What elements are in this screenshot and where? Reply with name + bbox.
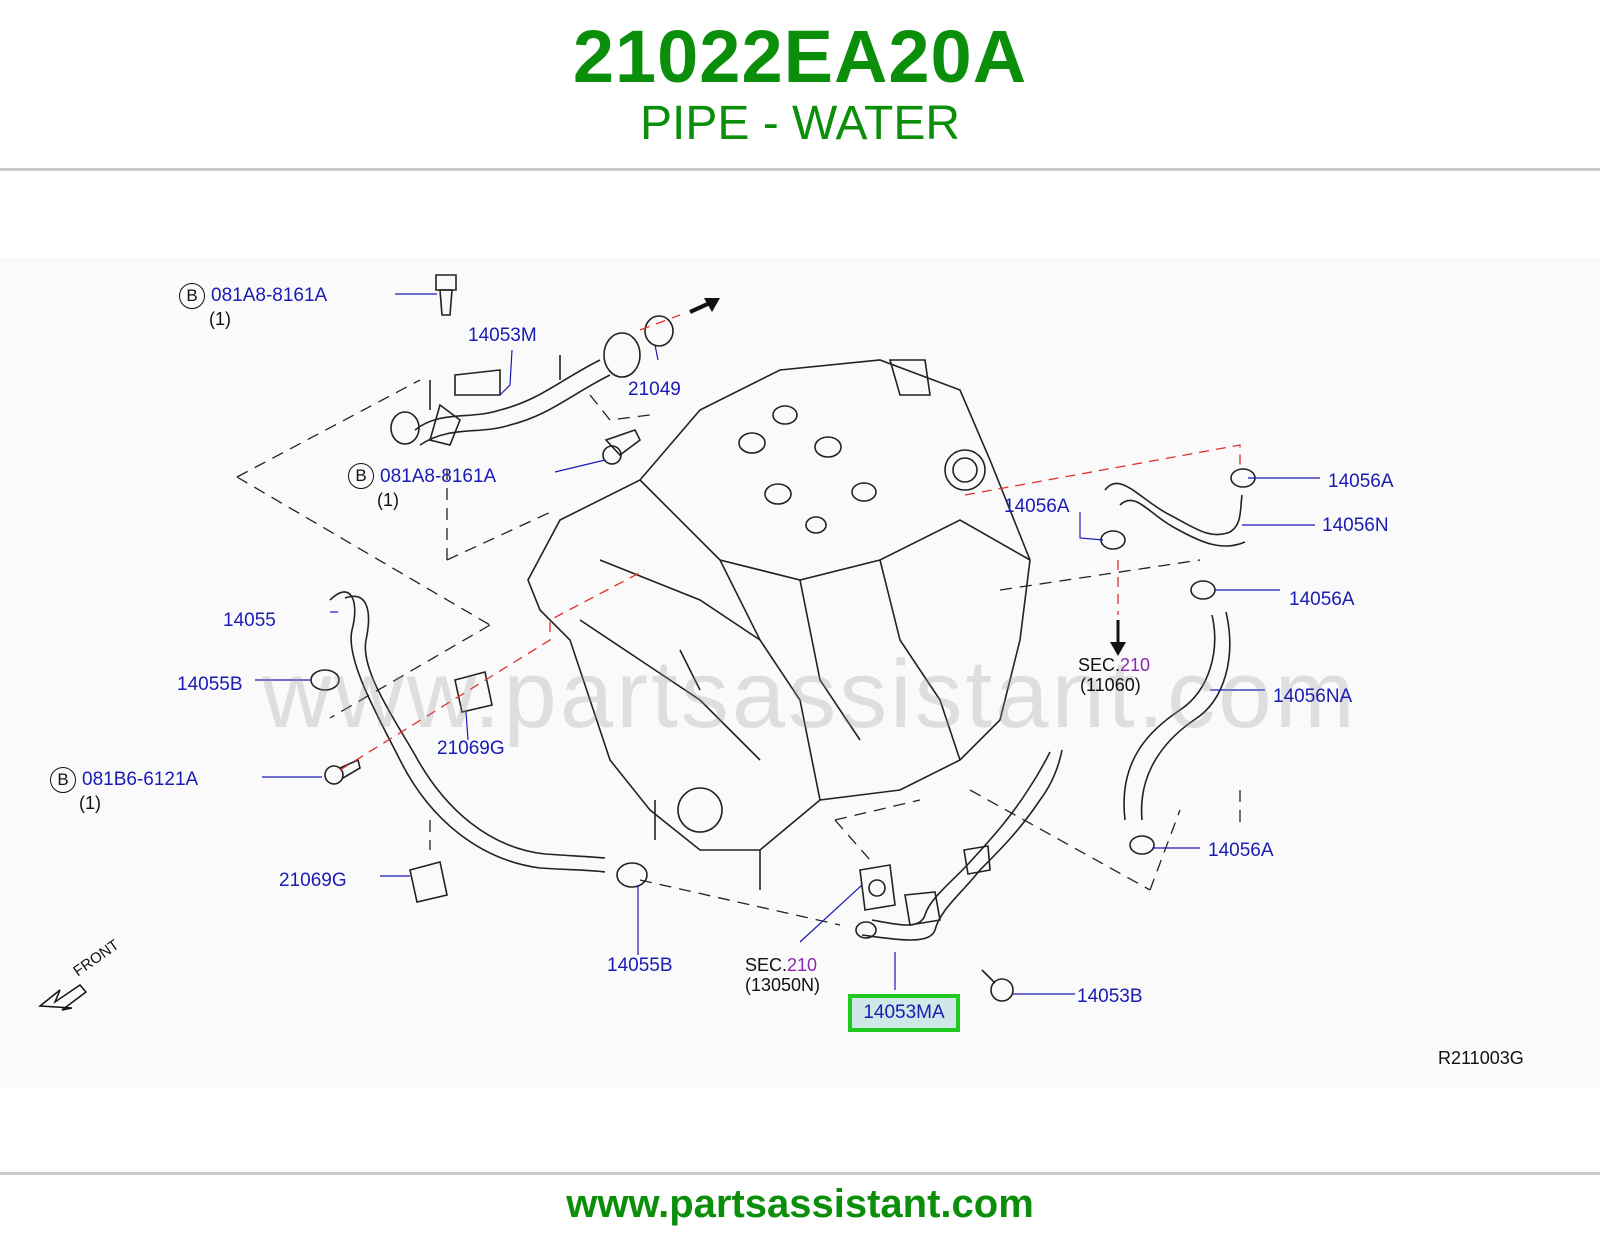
- callout-qty: (1): [209, 309, 231, 329]
- bracket-21069G-1: [454, 671, 493, 713]
- b-circle-icon: B: [50, 767, 76, 793]
- sec-ref-13050N[interactable]: SEC.210: [745, 955, 817, 976]
- clamp-14056A-2: [1100, 530, 1126, 550]
- callout-081A8-8161A-mid[interactable]: 081A8-8161A: [380, 466, 497, 487]
- gasket-13050N: [859, 864, 896, 911]
- hose-14056NA: [1123, 611, 1231, 821]
- leader-lines: [255, 293, 1320, 995]
- sec-ref-11060[interactable]: SEC.210: [1078, 655, 1150, 676]
- highlighted-callout-14053MA[interactable]: 14053MA: [848, 994, 960, 1032]
- sec-prefix: SEC.: [745, 955, 788, 975]
- bolt-081A8-top: [435, 274, 457, 316]
- arrow-head-icon: [704, 298, 720, 312]
- arrow-down-head-icon: [1110, 642, 1126, 656]
- clamp-14055B-2: [616, 862, 648, 888]
- callout-21069G-1[interactable]: 21069G: [437, 738, 505, 759]
- dashed-guides: [236, 379, 1241, 926]
- header-divider: [0, 168, 1600, 171]
- front-arrow-icon: [38, 984, 88, 1011]
- callout-14055[interactable]: 14055: [223, 610, 276, 631]
- b-circle-icon: B: [348, 463, 374, 489]
- part-name-subtitle: PIPE - WATER: [639, 97, 960, 150]
- bracket-21069G-2: [409, 861, 448, 903]
- bolt-081B6: [324, 758, 361, 785]
- callout-14056A-4[interactable]: 14056A: [1208, 840, 1274, 861]
- callout-14056NA[interactable]: 14056NA: [1273, 686, 1353, 707]
- callout-081A8-8161A-top[interactable]: 081A8-8161A: [211, 285, 328, 306]
- sec-number: 210: [1120, 655, 1151, 675]
- sec-number: 210: [787, 955, 818, 975]
- diagram-code: R211003G: [1438, 1048, 1524, 1068]
- pipe-14053MA: [855, 749, 1063, 941]
- callout-14055B-2[interactable]: 14055B: [607, 955, 673, 976]
- b-circle-icon: B: [179, 283, 205, 309]
- callout-14055B-1[interactable]: 14055B: [177, 674, 243, 695]
- hose-14056N: [1104, 482, 1246, 547]
- sec-ref-code: (13050N): [745, 975, 821, 995]
- callout-qty: (1): [79, 793, 101, 813]
- hose-14055: [329, 591, 606, 873]
- engine-block: [527, 359, 1031, 890]
- bolt-14053B: [981, 969, 1014, 1002]
- sec-prefix: SEC.: [1078, 655, 1121, 675]
- footer-divider: [0, 1172, 1600, 1175]
- callout-21069G-2[interactable]: 21069G: [279, 870, 347, 891]
- callout-21049[interactable]: 21049: [628, 379, 681, 400]
- callout-qty: (1): [377, 490, 399, 510]
- callout-14053M[interactable]: 14053M: [468, 325, 537, 346]
- pipe-14053M: [390, 332, 641, 446]
- footer-url[interactable]: www.partsassistant.com: [566, 1182, 1034, 1226]
- callout-14056A-1[interactable]: 14056A: [1328, 471, 1394, 492]
- callout-14056N[interactable]: 14056N: [1322, 515, 1389, 536]
- callout-081B6-6121A[interactable]: 081B6-6121A: [82, 769, 199, 790]
- watermark: www.partsassistant.com: [262, 641, 1358, 748]
- clamp-14056A-4: [1129, 835, 1155, 855]
- oring-21049: [644, 315, 674, 347]
- clamp-14055B-1: [310, 669, 340, 691]
- red-dashed-guides: [339, 314, 1241, 771]
- callout-14056A-3[interactable]: 14056A: [1289, 589, 1355, 610]
- callout-14053B[interactable]: 14053B: [1077, 986, 1143, 1007]
- clamp-14056A-3: [1190, 580, 1216, 600]
- sec-ref-code: (11060): [1080, 675, 1141, 695]
- bolt-081A8-mid: [602, 429, 642, 465]
- part-number-title: 21022EA20A: [572, 15, 1028, 98]
- callout-14056A-2[interactable]: 14056A: [1004, 496, 1070, 517]
- diagram-area: [0, 258, 1600, 1088]
